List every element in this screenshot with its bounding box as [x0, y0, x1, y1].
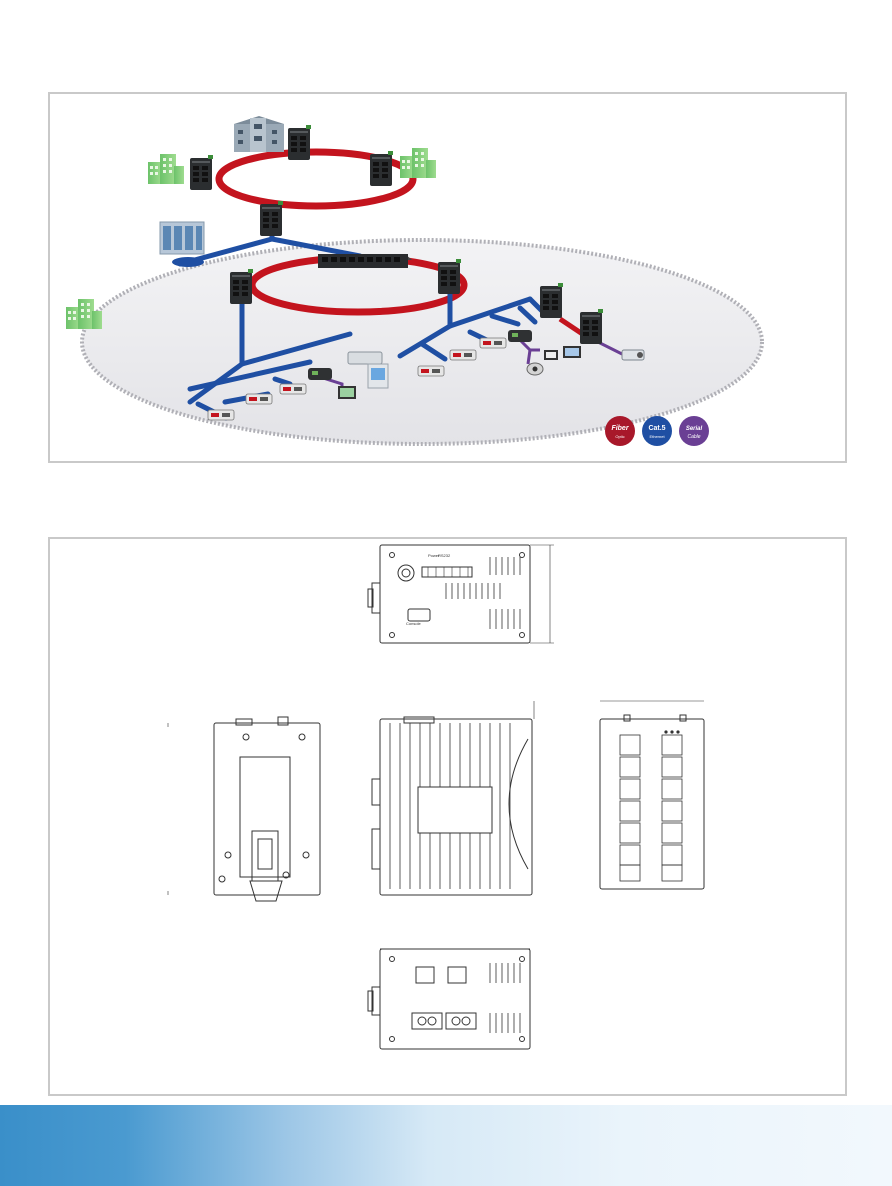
- managed-switch-icon: [190, 155, 213, 190]
- front-view-drawing: [599, 700, 705, 890]
- dimension-drawings-panel: Power RS232 Console: [48, 537, 847, 1096]
- managed-switch-icon: [370, 151, 393, 186]
- managed-switch-icon: [230, 269, 253, 304]
- top-view-drawing: Power RS232 Console: [367, 544, 554, 644]
- ethernet-switch-icon: [318, 254, 412, 268]
- legend-fiber-line2: Optic: [615, 434, 624, 439]
- managed-switch-icon: [438, 259, 461, 294]
- building-icon: [148, 154, 184, 184]
- building-icon: [66, 299, 102, 329]
- legend-cat5-line2: Ethernet: [649, 434, 665, 439]
- footer-gradient-band: [0, 1105, 892, 1186]
- media-converter-icon: [479, 337, 507, 349]
- legend-serial-line1: Serial: [686, 426, 703, 432]
- legend-serial: Serial Cable: [679, 416, 709, 446]
- building-icon: [400, 148, 436, 178]
- power-label: Power: [428, 553, 440, 558]
- legend-fiber: Fiber Optic: [605, 416, 635, 446]
- monitor-icon: [338, 386, 356, 399]
- managed-switch-icon: [540, 283, 563, 318]
- rear-view-drawing: [167, 716, 321, 902]
- monitor-icon: [544, 350, 558, 360]
- bottom-view-drawing: [367, 948, 531, 1050]
- media-converter-icon: [449, 349, 477, 361]
- monitor-icon: [563, 346, 581, 358]
- console-label: Console: [406, 621, 421, 626]
- media-converter-icon: [245, 393, 273, 405]
- device-server-icon: [508, 330, 532, 342]
- dimension-drawings: Power RS232 Console: [167, 544, 705, 1050]
- building-icon: [234, 116, 284, 152]
- legend-cat5-line1: Cat.5: [648, 425, 665, 432]
- ip-camera-icon: [621, 349, 645, 361]
- network-application-diagram: Fiber Optic Cat.5 Ethernet Serial Cable: [66, 116, 764, 446]
- managed-switch-icon: [288, 125, 311, 160]
- fiber-ring-upper: [215, 148, 417, 210]
- server-rack-icon: [159, 221, 205, 267]
- media-converter-icon: [417, 365, 445, 377]
- legend-cat5: Cat.5 Ethernet: [642, 416, 672, 446]
- legend-serial-line2: Cable: [687, 434, 700, 440]
- ip-camera-icon: [526, 362, 544, 376]
- side-view-drawing: [371, 701, 535, 896]
- media-converter-icon: [279, 383, 307, 395]
- legend-fiber-line1: Fiber: [611, 425, 629, 432]
- media-converter-icon: [207, 409, 235, 421]
- managed-switch-icon: [260, 201, 283, 236]
- application-diagram-panel: Fiber Optic Cat.5 Ethernet Serial Cable: [48, 92, 847, 463]
- rs232-label: RS232: [438, 553, 451, 558]
- device-server-icon: [308, 368, 332, 380]
- pc-icon: [347, 351, 389, 389]
- managed-switch-icon: [580, 309, 603, 344]
